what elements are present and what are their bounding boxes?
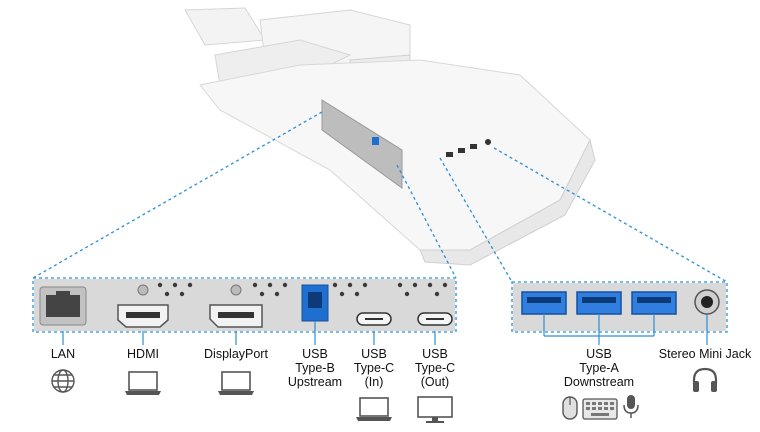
laptop-icon bbox=[218, 371, 254, 395]
hdmi-label: HDMI bbox=[127, 347, 159, 361]
usb-type-c-out-label: USB Type-C (Out) bbox=[414, 347, 456, 389]
globe-icon bbox=[51, 369, 75, 393]
usb-type-b-label: USB Type-B Upstream bbox=[287, 347, 343, 389]
mouse-icon bbox=[562, 396, 578, 420]
keyboard-icon bbox=[582, 398, 618, 420]
microphone-icon bbox=[623, 395, 639, 418]
monitor-icon bbox=[417, 396, 453, 423]
usb-type-c-in-label: USB Type-C (In) bbox=[353, 347, 395, 389]
usb-type-a-label: USB Type-A Downstream bbox=[563, 347, 635, 389]
stereo-mini-jack-label: Stereo Mini Jack bbox=[658, 347, 752, 361]
lan-label: LAN bbox=[50, 347, 76, 361]
headphones-icon bbox=[692, 367, 718, 392]
displayport-label: DisplayPort bbox=[204, 347, 268, 361]
laptop-icon bbox=[125, 371, 161, 395]
laptop-icon bbox=[356, 397, 392, 421]
